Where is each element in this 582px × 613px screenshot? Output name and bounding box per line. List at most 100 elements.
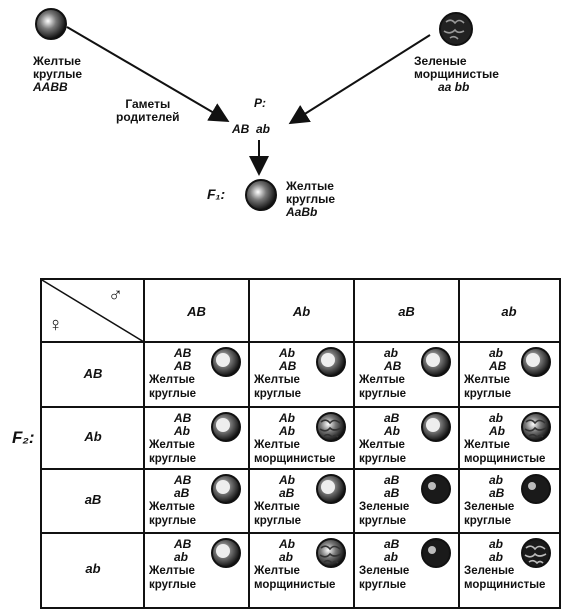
- round-yellow-seed-icon: [211, 412, 241, 442]
- genotype-top: aB: [384, 473, 400, 487]
- phenotype-color: Желтые: [464, 374, 510, 386]
- genotype-top: ab: [489, 411, 504, 425]
- round-yellow-seed-icon: [421, 347, 451, 377]
- genotype-bottom: AB: [279, 359, 297, 373]
- row-header-gamete: AB: [83, 365, 103, 381]
- phenotype-shape: круглые: [464, 515, 512, 527]
- phenotype-color: Желтые: [359, 374, 405, 386]
- left-parent-arrow: [66, 26, 230, 123]
- genotype-bottom: Ab: [174, 424, 190, 438]
- corner-diagonal: [42, 280, 144, 342]
- genotype-bottom: aB: [489, 486, 505, 500]
- grid-column-line: [143, 280, 145, 607]
- phenotype-shape: круглые: [149, 453, 197, 465]
- row-header-gamete: aB: [84, 492, 102, 507]
- green-wrinkled-seed-icon: [439, 12, 473, 46]
- genotype-bottom: ab: [489, 550, 504, 564]
- genotype-top: Ab: [279, 473, 295, 487]
- phenotype-shape: круглые: [359, 579, 407, 591]
- genotype-top: ab: [489, 473, 504, 487]
- phenotype-color: Зеленые: [359, 565, 410, 577]
- genotype-bottom: AB: [174, 359, 192, 373]
- round-yellow-seed-icon: [211, 538, 241, 568]
- row-header-gamete: Ab: [84, 429, 102, 444]
- phenotype-shape: круглые: [149, 579, 197, 591]
- phenotype-color: Желтые: [254, 501, 300, 513]
- genotype-top: aB: [384, 537, 400, 551]
- genotype-bottom: AB: [489, 359, 507, 373]
- round-green-seed-icon: [421, 474, 451, 504]
- column-header-gamete: ab: [501, 304, 517, 319]
- phenotype-shape: морщинистые: [254, 579, 336, 591]
- round-yellow-seed-icon: [316, 347, 346, 377]
- round-green-seed-icon: [521, 474, 551, 504]
- genotype-top: ab: [489, 346, 504, 360]
- row-header-gamete: ab: [85, 561, 101, 576]
- grid-column-line: [458, 280, 460, 607]
- f1-seed-icon: [245, 179, 277, 211]
- phenotype-color: Желтые: [464, 439, 510, 451]
- genotype-bottom: Ab: [489, 424, 505, 438]
- genotype-top: Ab: [279, 537, 295, 551]
- phenotype-color: Желтые: [149, 565, 195, 577]
- yellow-round-seed-icon: [35, 8, 67, 40]
- phenotype-color: Желтые: [359, 439, 405, 451]
- f2-label: F₂:: [12, 428, 35, 447]
- phenotype-shape: круглые: [254, 515, 302, 527]
- round-yellow-seed-icon: [316, 474, 346, 504]
- phenotype-shape: круглые: [359, 453, 407, 465]
- genotype-bottom: aB: [384, 486, 400, 500]
- phenotype-color: Желтые: [254, 374, 300, 386]
- gametes-text: AB ab: [232, 122, 271, 136]
- phenotype-shape: морщинистые: [464, 579, 546, 591]
- genotype-top: AB: [174, 473, 192, 487]
- round-yellow-seed-icon: [211, 474, 241, 504]
- f1-label: F₁:: [207, 186, 226, 202]
- genotype-bottom: aB: [279, 486, 295, 500]
- genotype-bottom: aB: [174, 486, 190, 500]
- right-parent-label: Зеленые морщинистые aa bb: [414, 54, 499, 94]
- genotype-top: AB: [174, 537, 192, 551]
- genotype-bottom: ab: [384, 550, 399, 564]
- phenotype-shape: морщинистые: [464, 453, 546, 465]
- genotype-top: aB: [384, 411, 400, 425]
- phenotype-color: Зеленые: [359, 501, 410, 513]
- genotype-bottom: ab: [174, 550, 189, 564]
- left-parent-label: Желтые круглые AABB: [33, 54, 83, 94]
- phenotype-color: Желтые: [254, 439, 300, 451]
- round-yellow-seed-icon: [521, 347, 551, 377]
- female-symbol-icon: ♀: [48, 314, 63, 336]
- genotype-top: ab: [489, 537, 504, 551]
- wrinkled-yellow-seed-icon: [316, 412, 346, 442]
- male-symbol-icon: ♂: [108, 284, 123, 306]
- column-header-gamete: AB: [187, 304, 206, 319]
- cross-diagram-arrows: [35, 8, 473, 211]
- phenotype-shape: круглые: [359, 515, 407, 527]
- phenotype-color: Желтые: [149, 439, 195, 451]
- round-green-seed-icon: [421, 538, 451, 568]
- gametes-label: Гаметы родителей: [116, 97, 180, 124]
- grid-column-line: [248, 280, 250, 607]
- round-yellow-seed-icon: [421, 412, 451, 442]
- phenotype-shape: круглые: [149, 515, 197, 527]
- column-header-gamete: Ab: [292, 304, 311, 319]
- genotype-top: Ab: [279, 346, 295, 360]
- phenotype-shape: круглые: [149, 388, 197, 400]
- genotype-bottom: Ab: [384, 424, 400, 438]
- wrinkled-yellow-seed-icon: [316, 538, 346, 568]
- phenotype-color: Желтые: [254, 565, 300, 577]
